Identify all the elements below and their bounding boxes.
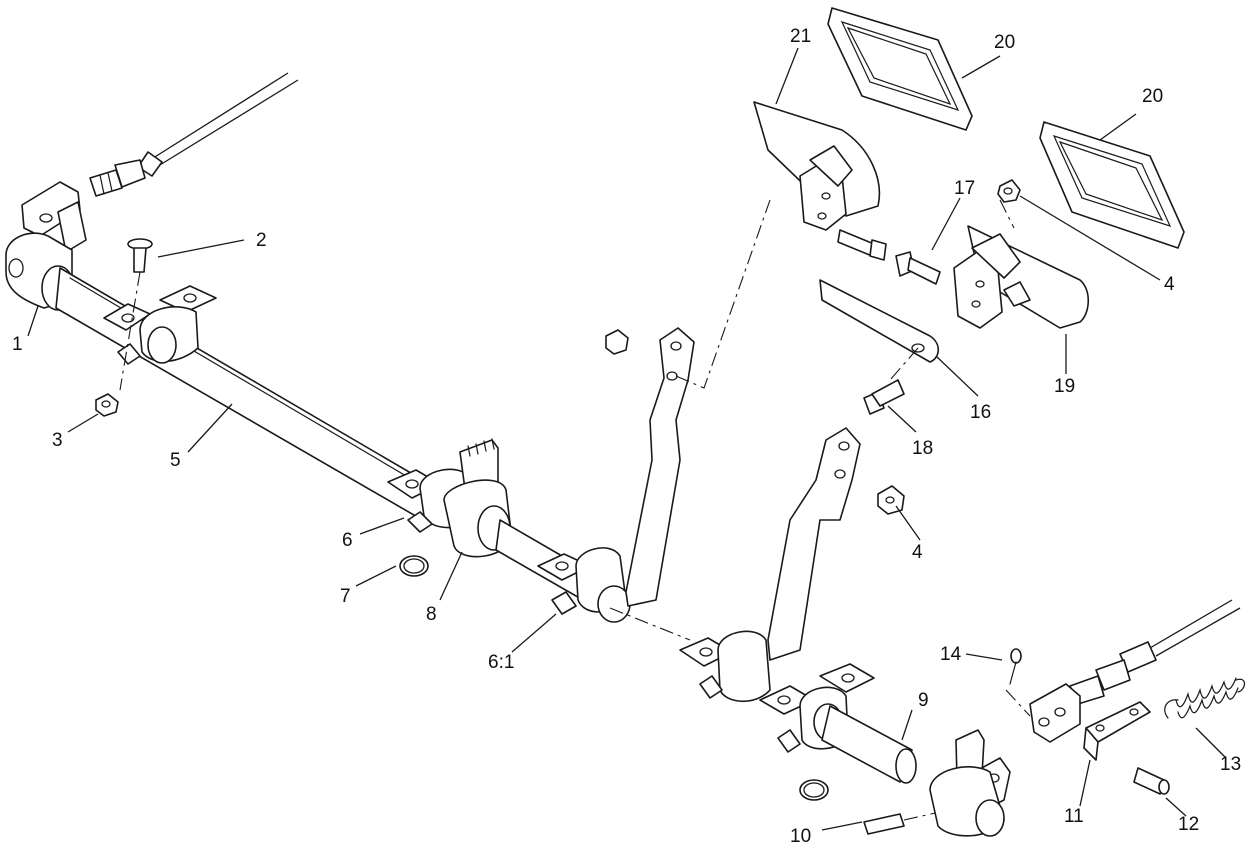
callout-19: 19 (1054, 376, 1075, 397)
cable-bottom-right (1069, 599, 1241, 705)
leader-lines (27, 47, 1227, 831)
callout-3: 3 (52, 430, 63, 451)
snap-ring-lower (799, 779, 829, 801)
bearing-right-lower (679, 630, 875, 753)
callout-13: 13 (1220, 754, 1241, 775)
spacer-bar-part-16 (819, 279, 940, 381)
callout-14: 14 (940, 644, 962, 665)
lever-collar (929, 729, 1011, 837)
callout-17: 17 (954, 178, 975, 199)
rubber-pad-part-20-top (827, 7, 973, 131)
middle-bearing-assembly (387, 438, 601, 605)
callout-16: 16 (970, 402, 991, 423)
short-shaft-part-9 (821, 705, 917, 784)
clevis-pin-part-12 (1133, 767, 1170, 795)
cable-top (89, 72, 299, 197)
cotter-pin-part-14 (1009, 648, 1022, 685)
nut-part-3 (95, 393, 119, 417)
callout-20-top: 20 (994, 32, 1015, 53)
callout-20-right: 20 (1142, 86, 1163, 107)
pedal-arm-left (605, 199, 771, 641)
pedal-plate-part-21 (753, 101, 887, 261)
callout-labels: 1 2 3 4 5 6 7 8 6:1 4 9 10 11 12 13 14 1… (12, 26, 1241, 843)
callout-6-1: 6:1 (488, 652, 514, 673)
snap-ring-part-7 (399, 555, 429, 577)
pedal-plate-part-19 (953, 199, 1090, 329)
callout-7: 7 (340, 586, 351, 607)
bolt-part-17 (895, 251, 941, 285)
pedal-arm-right (767, 427, 905, 661)
callout-5: 5 (170, 450, 181, 471)
callout-4-lower: 4 (912, 542, 923, 563)
main-shaft-part-5 (55, 267, 441, 523)
callout-18: 18 (912, 438, 933, 459)
bolt-part-18 (863, 379, 905, 415)
link-plate-part-11 (1083, 701, 1151, 761)
bearing-6-1 (537, 547, 631, 623)
callout-21: 21 (790, 26, 811, 47)
carriage-bolt-part-2 (119, 238, 153, 391)
callout-11: 11 (1064, 806, 1084, 827)
clevis (1005, 683, 1081, 743)
callout-12: 12 (1178, 814, 1199, 835)
callout-6: 6 (342, 530, 353, 551)
callout-2: 2 (256, 230, 267, 251)
callout-4-upper: 4 (1164, 274, 1175, 295)
callout-8: 8 (426, 604, 437, 625)
callout-9: 9 (918, 690, 929, 711)
roll-pin-part-10 (863, 811, 941, 835)
spring-part-13 (1164, 677, 1246, 719)
rubber-pad-part-20-right (1039, 121, 1185, 249)
callout-1: 1 (12, 334, 23, 355)
bearing-bracket-left (103, 285, 217, 365)
nut-part-4-upper (997, 179, 1021, 203)
callout-10: 10 (790, 826, 811, 843)
